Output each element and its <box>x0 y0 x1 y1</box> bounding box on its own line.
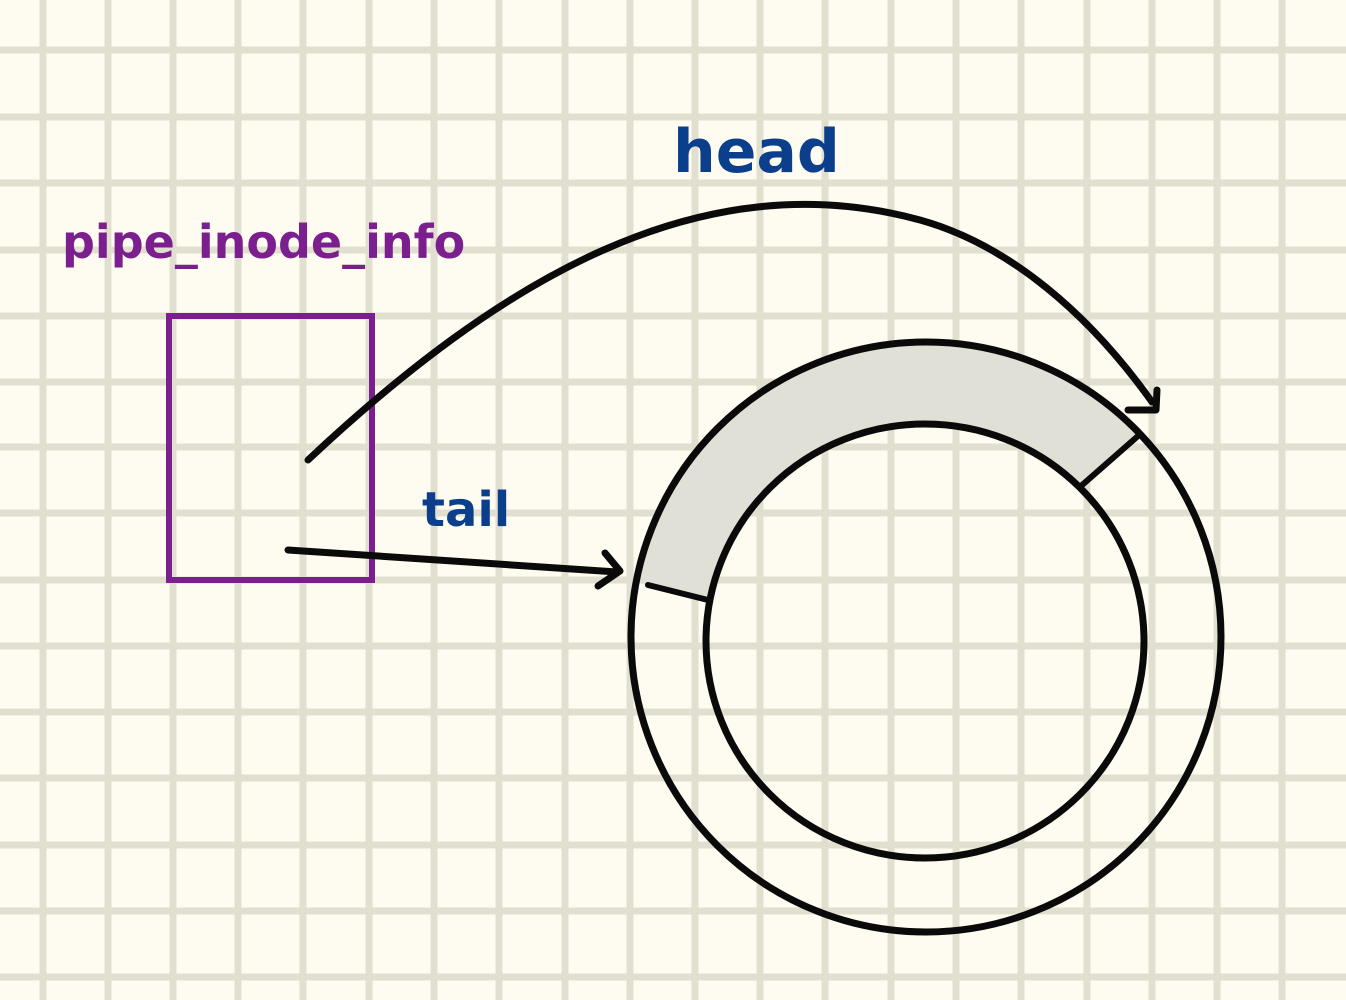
tail-arrowhead <box>594 549 624 590</box>
ring-buffer-outer-circle <box>627 338 1225 936</box>
head-pointer-arrow <box>304 200 1156 464</box>
head-label: head <box>673 117 840 187</box>
head-arrowhead <box>1124 386 1161 414</box>
tail-boundary-tick <box>645 582 711 603</box>
occupied-ring-segment <box>634 341 1139 598</box>
tail-pointer-arrow <box>284 546 621 576</box>
struct-label: pipe_inode_info <box>62 215 465 269</box>
tail-label: tail <box>422 482 510 538</box>
head-boundary-tick <box>1078 433 1141 489</box>
pipe-inode-info-box <box>166 313 375 583</box>
ring-buffer-inner-circle <box>702 420 1148 862</box>
